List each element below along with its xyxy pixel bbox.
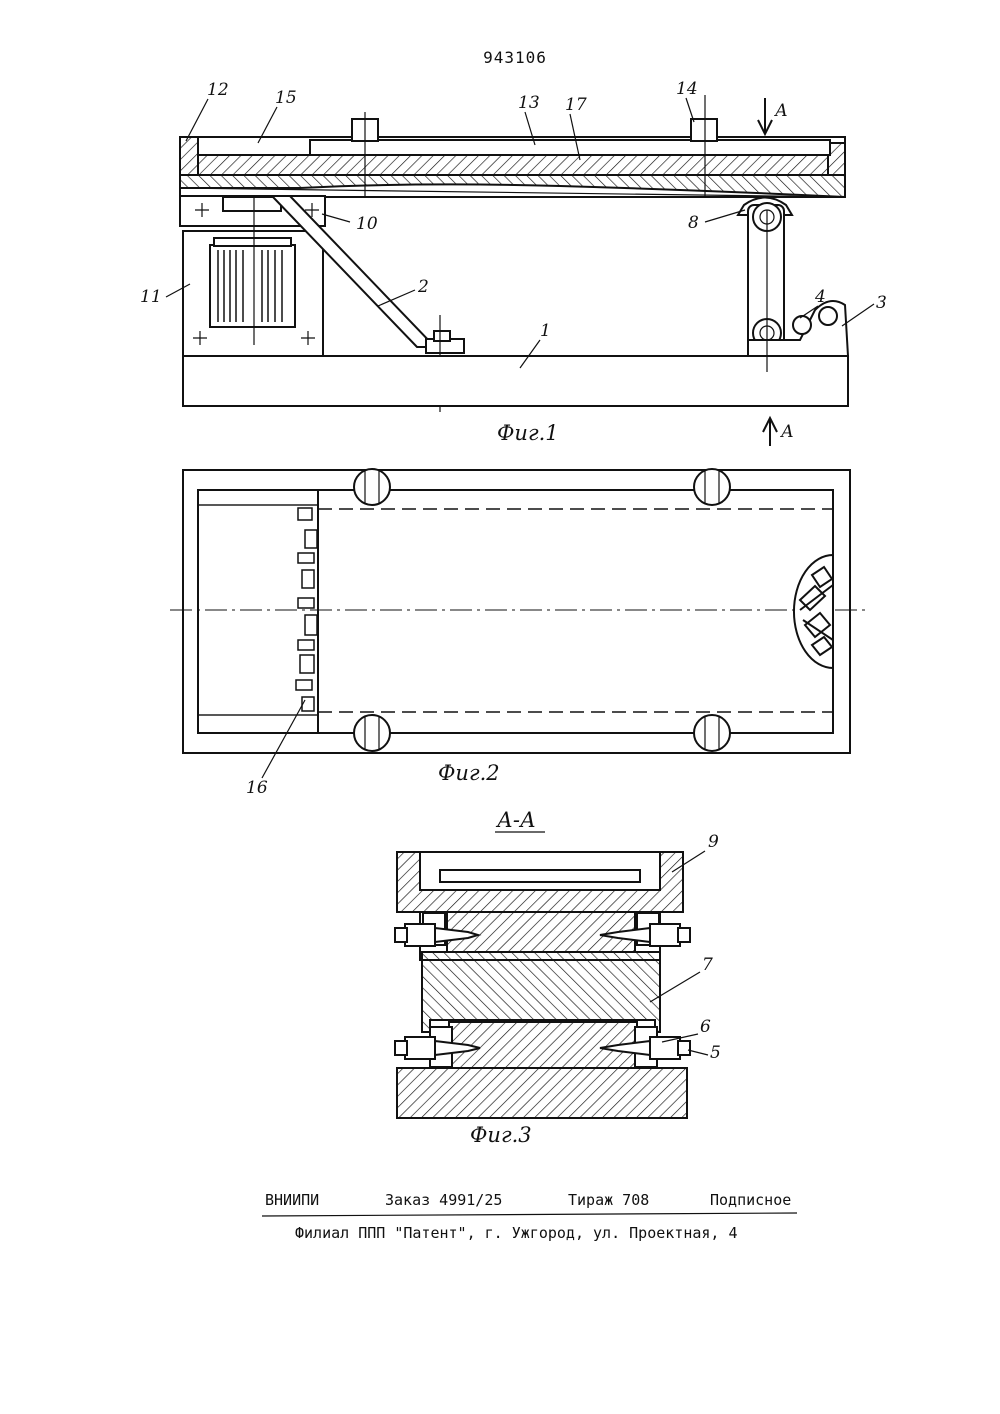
fig1-label-1: 1	[540, 321, 551, 341]
fig1-label-4: 4	[814, 287, 826, 307]
fig1-label-13: 13	[518, 93, 540, 113]
footer-branch: Филиал ППП "Патент", г. Ужгород, ул. Про…	[295, 1224, 738, 1242]
fig3-label-6: 6	[700, 1017, 711, 1037]
section-mark-bottom: А	[780, 422, 794, 442]
fig1-label-15: 15	[275, 88, 297, 108]
fig3-label-7: 7	[702, 955, 713, 975]
fig1-label-11: 11	[140, 287, 162, 307]
fig3-label-9: 9	[708, 832, 719, 852]
fig3-caption: Фиг.3	[470, 1123, 532, 1147]
fig2-caption: Фиг.2	[438, 761, 500, 785]
fig1-label-14: 14	[676, 79, 698, 99]
fig1-label-17: 17	[565, 95, 587, 115]
figure-3: А-А 9 7 6	[395, 808, 721, 1147]
fig1-label-2: 2	[417, 277, 429, 297]
section-mark-top: А	[774, 101, 788, 121]
fig1-label-8: 8	[688, 213, 699, 233]
fig1-label-3: 3	[876, 293, 887, 313]
fig1-label-10: 10	[356, 214, 378, 234]
figure-1: А	[140, 79, 887, 446]
footer-print-run: Тираж 708	[568, 1191, 649, 1209]
fig3-section-title: А-А	[495, 808, 536, 832]
fig2-label-16: 16	[246, 778, 268, 798]
footer-subscription: Подписное	[710, 1191, 791, 1209]
fig3-label-5: 5	[710, 1043, 721, 1063]
footer-org: ВНИИПИ	[265, 1191, 319, 1209]
patent-number: 943106	[483, 48, 547, 67]
fig1-caption: Фиг.1	[497, 421, 559, 445]
fig1-label-12: 12	[207, 80, 229, 100]
figure-2: 16 Фиг.2	[170, 469, 865, 798]
footer-order: Заказ 4991/25	[385, 1191, 502, 1209]
imprint-footer: ВНИИПИ Заказ 4991/25 Тираж 708 Подписное…	[262, 1191, 797, 1242]
